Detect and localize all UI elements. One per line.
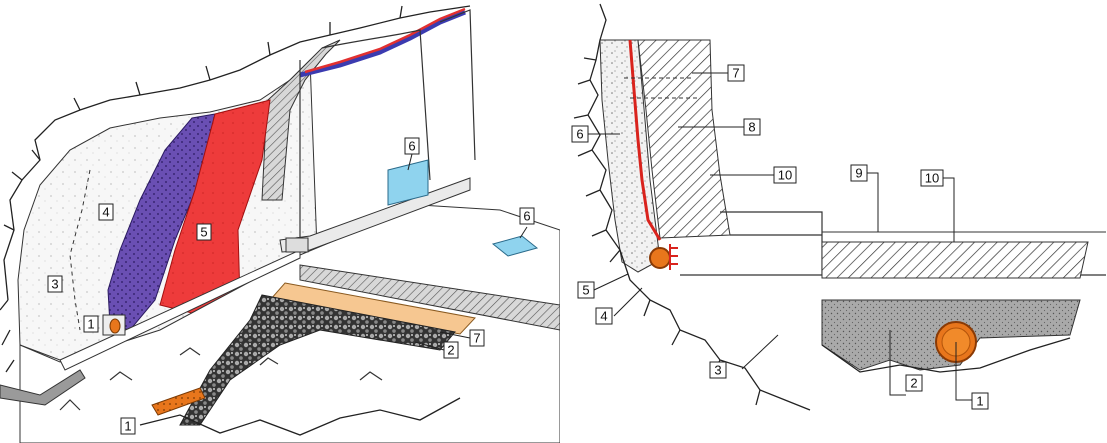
label-2: 2	[443, 341, 459, 359]
road-base-hatched	[299, 264, 560, 331]
drain-pipe-upper	[109, 318, 121, 334]
leader-6a	[407, 153, 413, 171]
rock-bottom-line	[821, 337, 1071, 373]
svg-text:2: 2	[447, 343, 454, 358]
pipe-fixing-bracket	[669, 244, 678, 270]
svg-text:8: 8	[748, 120, 755, 135]
sand-layer	[269, 282, 476, 335]
tunnel-cutaway-svg: 1 1 2 3 4 5 6 6 7	[0, 5, 560, 443]
svg-text:1: 1	[87, 317, 94, 332]
svg-text:4: 4	[600, 309, 607, 324]
label-6a: 6	[404, 137, 420, 155]
waterproof-membrane-line	[628, 39, 662, 241]
leader-6b	[519, 226, 528, 239]
floor-rock-edge	[0, 369, 86, 406]
side-kerb	[59, 249, 301, 371]
arch-rib-2	[439, 9, 476, 161]
label-5: 5	[196, 223, 212, 241]
label-r4: 4	[595, 307, 613, 325]
svg-text:7: 7	[732, 66, 739, 81]
channel-end	[285, 237, 309, 253]
label-r2: 2	[905, 374, 923, 392]
svg-text:9: 9	[855, 166, 862, 181]
svg-text:5: 5	[200, 225, 207, 240]
label-1a: 1	[83, 315, 99, 333]
label-r10a: 10	[773, 166, 797, 184]
svg-text:10: 10	[778, 168, 792, 183]
inspection-panel-wall	[387, 159, 429, 206]
svg-text:3: 3	[51, 277, 58, 292]
svg-text:6: 6	[576, 127, 583, 142]
svg-text:10: 10	[925, 171, 939, 186]
arch-lining	[261, 39, 341, 201]
floor-ground-marks	[59, 337, 383, 411]
label-r9: 9	[850, 164, 868, 182]
tunnel-cutaway-diagram: 1 1 2 3 4 5 6 6 7	[0, 5, 560, 443]
leader-lines	[588, 72, 972, 401]
label-4: 4	[98, 203, 114, 221]
asphalt-layer	[821, 241, 1089, 279]
rock-spikes-right	[573, 3, 761, 406]
label-7: 7	[469, 329, 485, 347]
drainage-cross-section-diagram: 1 2 3 4 5 6 7 8 9 10 10	[560, 0, 1107, 443]
crown-red-strip	[304, 7, 466, 74]
label-r5: 5	[577, 281, 595, 299]
svg-text:4: 4	[102, 205, 109, 220]
leader-7	[439, 331, 471, 339]
drain-pipe-lower	[151, 387, 206, 416]
label-1b: 1	[120, 417, 136, 435]
svg-text:5: 5	[582, 283, 589, 298]
label-3: 3	[47, 275, 63, 293]
inspection-panel-floor	[491, 235, 539, 257]
label-r7: 7	[727, 64, 745, 82]
svg-text:3: 3	[714, 363, 721, 378]
rock-profile	[587, 39, 811, 411]
svg-text:1: 1	[976, 394, 983, 409]
svg-text:7: 7	[473, 331, 480, 346]
leader-2	[414, 341, 445, 351]
label-r6: 6	[571, 125, 589, 143]
label-r3: 3	[709, 361, 727, 379]
rock-spikes	[0, 5, 403, 373]
label-r1: 1	[971, 392, 989, 410]
label-r8: 8	[743, 118, 761, 136]
svg-text:2: 2	[910, 376, 917, 391]
shotcrete-layer	[599, 39, 661, 273]
svg-text:1: 1	[124, 419, 131, 434]
dashed-seepage-line	[69, 169, 91, 331]
side-drain-pipe	[649, 247, 671, 269]
svg-text:6: 6	[523, 209, 530, 224]
floor-rock-jagged	[139, 397, 461, 436]
cross-section-svg: 1 2 3 4 5 6 7 8 9 10 10	[571, 3, 1106, 411]
arch-rib-1	[321, 29, 431, 181]
label-r10b: 10	[920, 169, 944, 187]
label-6b: 6	[519, 207, 535, 225]
svg-text:6: 6	[408, 139, 415, 154]
